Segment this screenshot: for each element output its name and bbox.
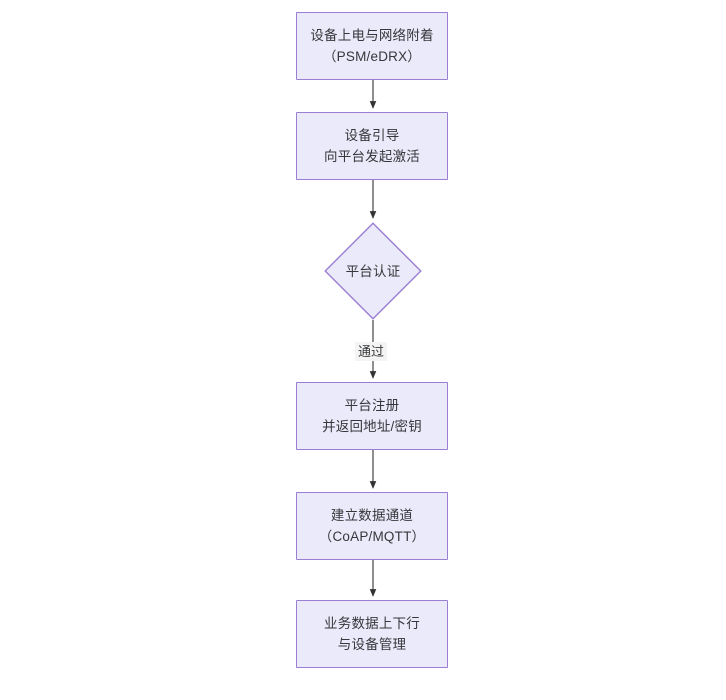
node-label: 平台注册 并返回地址/密钥 — [322, 398, 422, 434]
node-label: 建立数据通道 （CoAP/MQTT） — [318, 508, 426, 544]
node-device-power-on[interactable]: 设备上电与网络附着 （PSM/eDRX） — [296, 12, 448, 80]
node-device-bootstrap[interactable]: 设备引导 向平台发起激活 — [296, 112, 448, 180]
diamond-shape — [324, 222, 422, 320]
node-business-data-and-device-mgmt[interactable]: 业务数据上下行 与设备管理 — [296, 600, 448, 668]
edge-label-pass: 通过 — [355, 342, 388, 361]
node-label: 业务数据上下行 与设备管理 — [324, 616, 420, 652]
node-label: 设备上电与网络附着 （PSM/eDRX） — [310, 28, 434, 64]
node-establish-data-channel[interactable]: 建立数据通道 （CoAP/MQTT） — [296, 492, 448, 560]
node-platform-auth-decision[interactable]: 平台认证 — [324, 222, 422, 320]
node-label: 平台认证 — [345, 263, 401, 279]
node-label: 设备引导 向平台发起激活 — [324, 128, 420, 164]
node-platform-register[interactable]: 平台注册 并返回地址/密钥 — [296, 382, 448, 450]
